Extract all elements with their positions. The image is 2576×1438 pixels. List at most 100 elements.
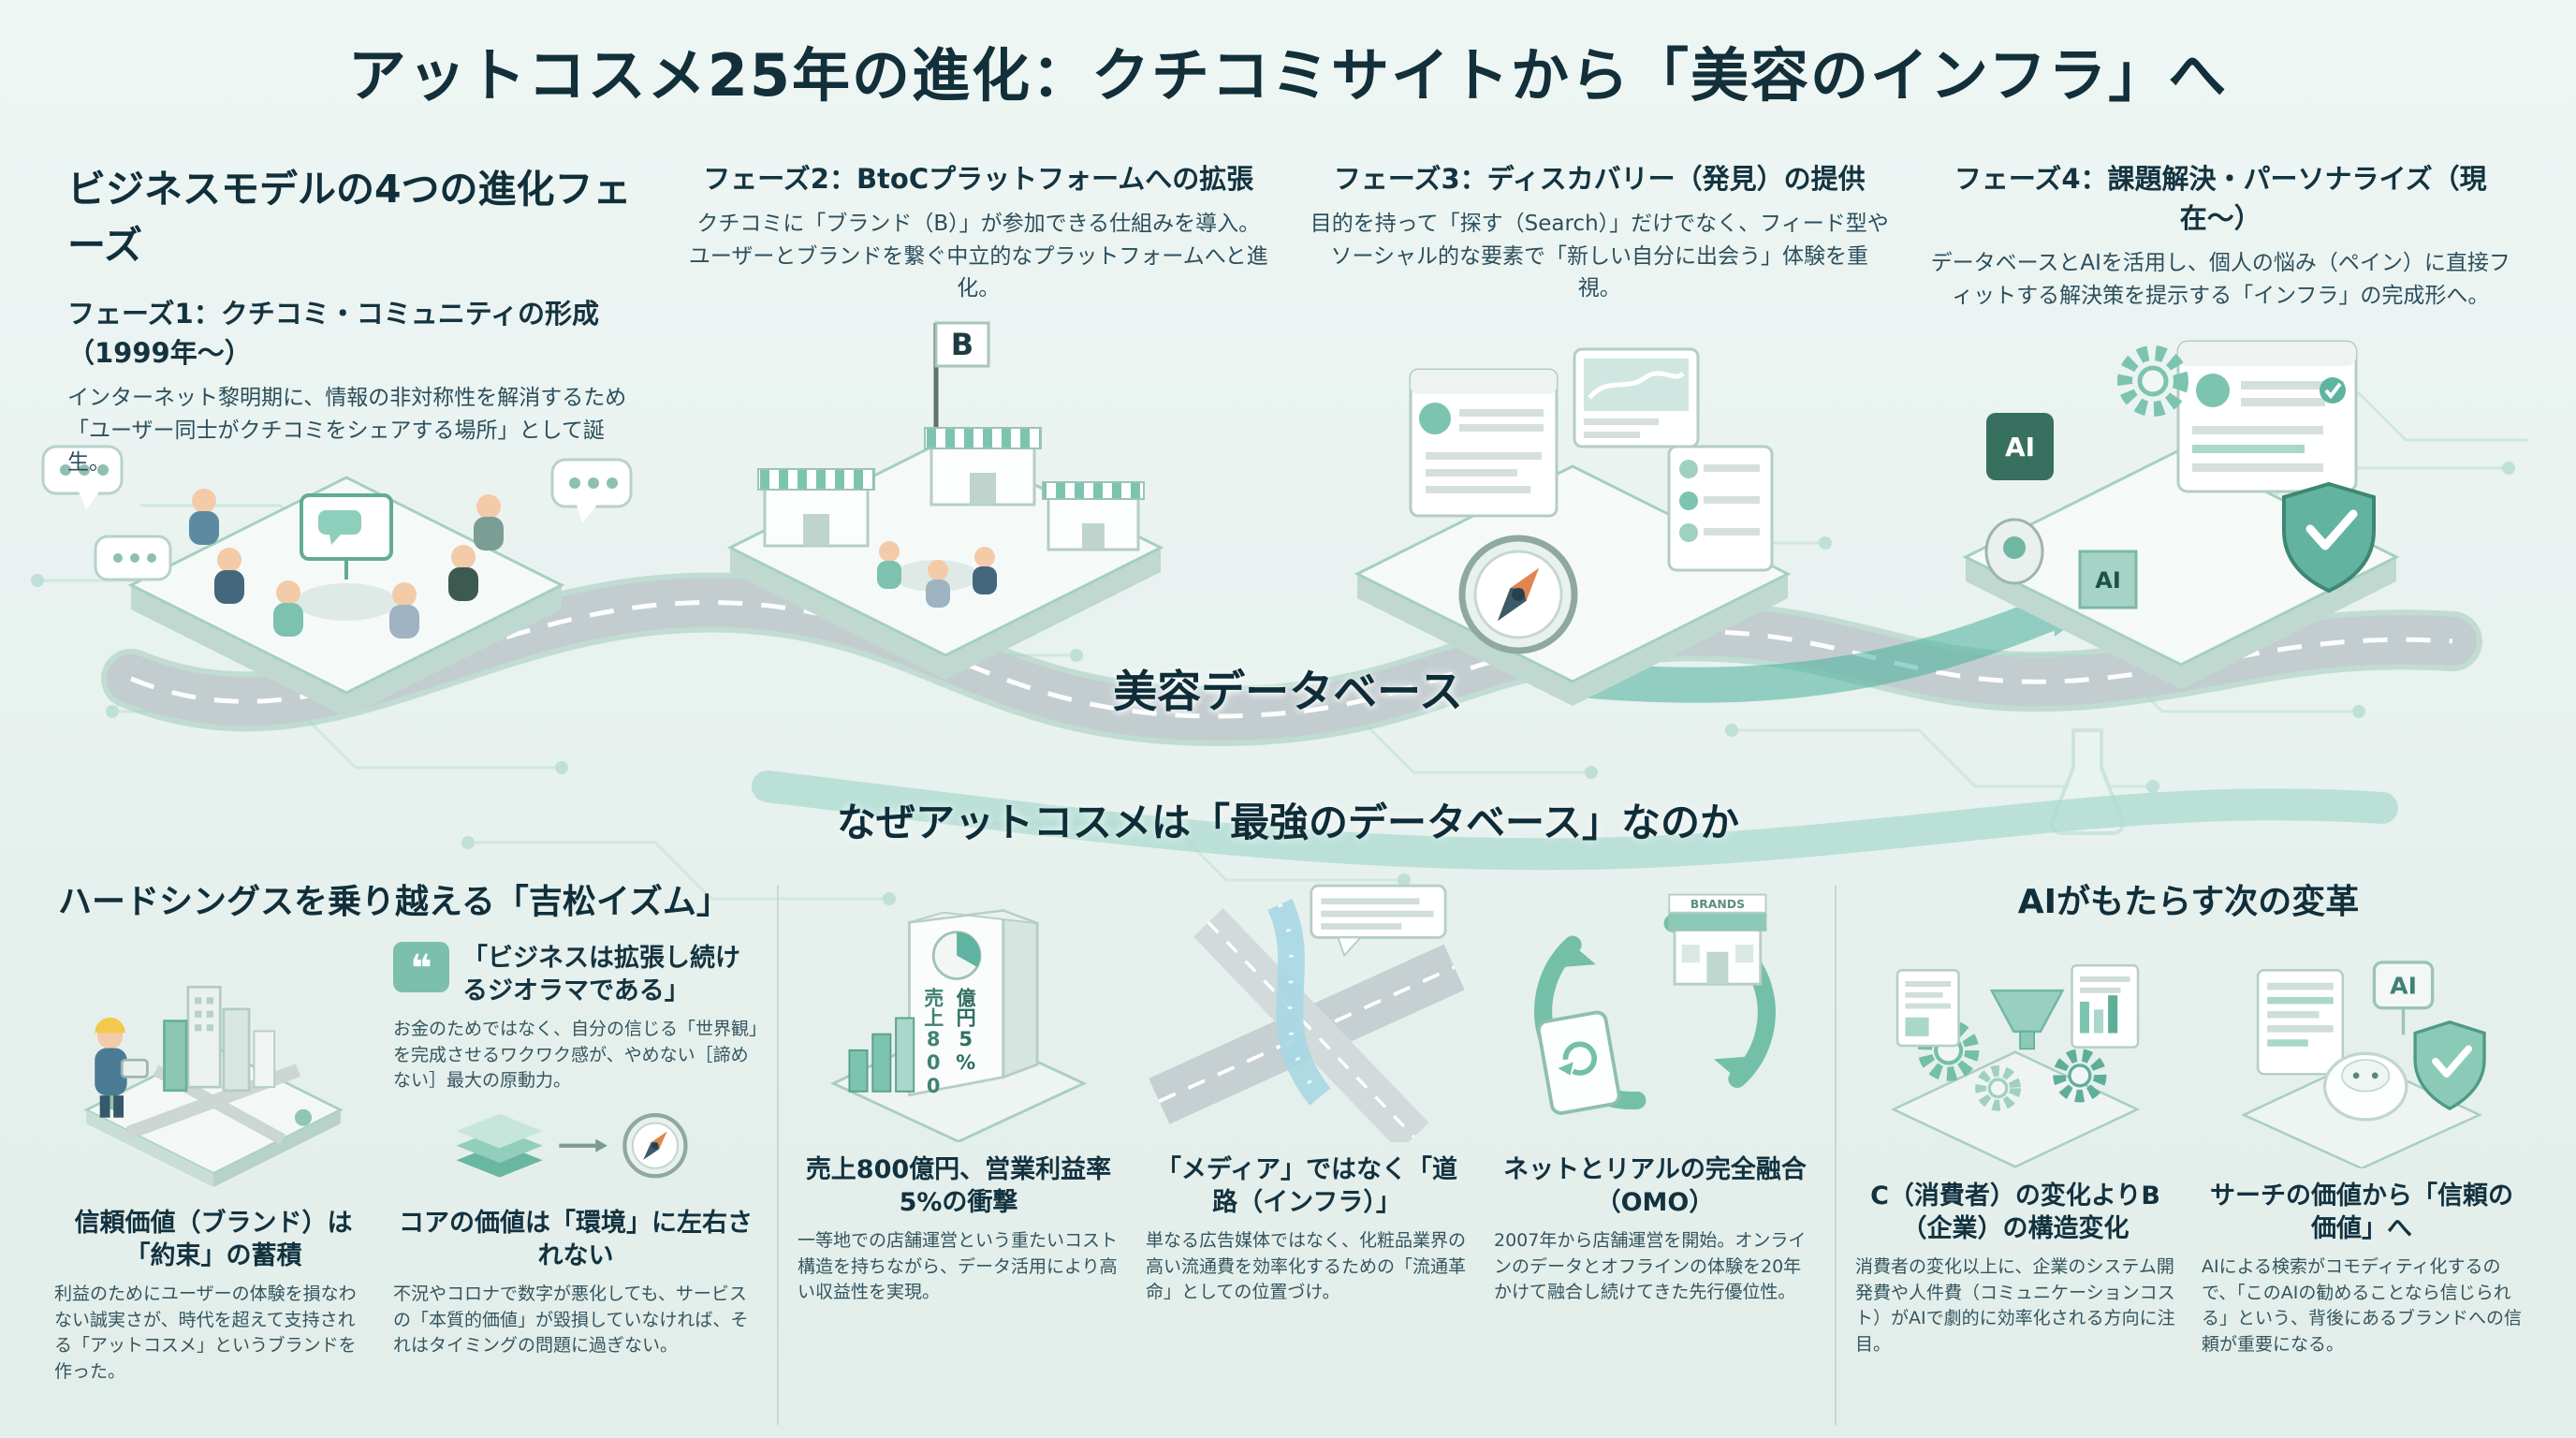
worker-figure xyxy=(95,1017,149,1118)
slab-revenue-label: 売上800 xyxy=(922,988,945,1097)
tablet-icon xyxy=(1536,1010,1621,1115)
infrastructure-road-illustration xyxy=(1149,884,1465,1142)
city-diorama xyxy=(83,985,344,1187)
evolution-road-illustration: B xyxy=(41,321,2482,871)
quote-title: 「ビジネスは拡張し続けるジオラマである」 xyxy=(462,944,740,1006)
phase-1-column: ビジネスモデルの4つの進化フェーズ フェーズ1：クチコミ・コミュニティの形成（1… xyxy=(67,157,648,479)
storefront-icon xyxy=(1042,481,1145,551)
bottom-sections: ハードシングスを乗り越える「吉松イズム」 xyxy=(54,873,2522,1431)
gear-icon xyxy=(1975,1064,2021,1111)
sign-board xyxy=(1310,884,1447,958)
strength-revenue: 売上800 億円5% 売上800億円、営業利益率5%の衝撃 一等地での店舗運営と… xyxy=(798,873,1120,1431)
chart-card-icon xyxy=(1573,347,1700,448)
yoshimatsu-section: ハードシングスを乗り越える「吉松イズム」 xyxy=(54,873,758,1431)
phase-3-description: 目的を持って「探す（Search）」だけでなく、フィード型やソーシャル的な要素で… xyxy=(1310,212,1889,301)
report-card-icon xyxy=(2071,964,2140,1049)
slab-margin-label: 億円5% xyxy=(954,987,977,1074)
item-title: 「メディア」ではなく「道路（インフラ）」 xyxy=(1155,1155,1458,1218)
cycle-arrowhead xyxy=(1551,945,1596,968)
yoshimatsu-item-core-value: コアの価値は「環境」に左右されない 不況やコロナで数字が悪化しても、サービスの「… xyxy=(393,1196,758,1385)
item-body: 一等地での店舗運営という重たいコスト構造を持ちながら、データ活用により高い収益性… xyxy=(798,1230,1119,1303)
phase-2-column: フェーズ2：BtoCプラットフォームへの拡張 クチコミに「ブランド（B）」が参加… xyxy=(689,157,1269,479)
road xyxy=(101,572,2482,747)
funnel-icon xyxy=(1989,989,2065,1050)
store-icon: BRANDS xyxy=(1668,893,1767,986)
layers-icon xyxy=(456,1113,543,1178)
phase4-platform-ai: AI AI xyxy=(1962,340,2400,689)
phase3-platform-discovery xyxy=(1354,347,1792,706)
item-title: 信頼価値（ブランド）は「約束」の蓄積 xyxy=(74,1208,353,1270)
ai-item-b2b: C（消費者）の変化よりB（企業）の構造変化 消費者の変化以上に、企業のシステム開… xyxy=(1855,932,2175,1357)
storefront-icon xyxy=(924,427,1042,506)
gear-icon xyxy=(2053,1049,2107,1103)
revenue-slab: 売上800 億円5% xyxy=(908,908,1039,1097)
bar-chart-icon xyxy=(848,1017,915,1093)
brand-flag-label: B xyxy=(951,327,973,362)
svg-text:AI: AI xyxy=(2390,973,2417,1000)
ai-trust-illustration: AI xyxy=(2240,961,2486,1168)
ai-cube-icon: AI xyxy=(2078,550,2138,609)
speech-bubble-icon xyxy=(41,445,124,510)
phase-2-title: フェーズ2：BtoCプラットフォームへの拡張 xyxy=(703,163,1254,195)
report-card-icon xyxy=(2256,969,2345,1076)
phase-3-title: フェーズ3：ディスカバリー（発見）の提供 xyxy=(1333,163,1866,195)
robot-icon xyxy=(2322,1051,2408,1122)
ai-chip-icon: AI xyxy=(1986,413,2054,480)
compass-icon xyxy=(1458,535,1578,654)
beauty-database-label: 美容データベース xyxy=(1113,667,1463,718)
infrastructure-roads xyxy=(1149,908,1465,1142)
item-title: サーチの価値から「信頼の価値」へ xyxy=(2210,1181,2513,1244)
phase2-platform-btoc: B xyxy=(726,321,1164,680)
cycle-arrowhead xyxy=(1714,1055,1759,1079)
phase-2-description: クチコミに「ブランド（B）」が参加できる仕組みを導入。ユーザーとブランドを繋ぐ中… xyxy=(688,212,1268,301)
btoc-people xyxy=(877,541,997,608)
omo-cycle-illustration: BRANDS xyxy=(1534,893,1776,1115)
item-title: ネットとリアルの完全融合（OMO） xyxy=(1503,1155,1807,1218)
b2b-structure-illustration xyxy=(1890,964,2141,1168)
ai-sign-icon: AI xyxy=(2372,961,2435,1035)
community-screen-icon xyxy=(300,493,393,580)
svg-text:AI: AI xyxy=(2095,567,2121,594)
phase-4-description: データベースとAIを活用し、個人の悩み（ペイン）に直接フィットする解決策を提示す… xyxy=(1930,251,2510,308)
compass-icon xyxy=(622,1112,688,1179)
database-strength-section: 売上800 億円5% 売上800億円、営業利益率5%の衝撃 一等地での店舗運営と… xyxy=(798,873,1816,1431)
ai-item-trust: AI サーチの価値 xyxy=(2202,932,2522,1357)
item-body: 単なる広告媒体ではなく、化粧品業界の高い流通費を効率化するための「流通革命」とし… xyxy=(1146,1230,1467,1303)
projector-robot-icon xyxy=(1984,518,2044,585)
ai-heading: AIがもたらす次の変革 xyxy=(2017,883,2360,921)
item-body: 不況やコロナで数字が悪化しても、サービスの「本質的価値」が毀損していなければ、そ… xyxy=(393,1284,749,1357)
item-title: コアの価値は「環境」に左右されない xyxy=(399,1208,753,1270)
phase1-platform-community xyxy=(41,445,633,717)
phases-text-row: ビジネスモデルの4つの進化フェーズ フェーズ1：クチコミ・コミュニティの形成（1… xyxy=(67,157,2510,479)
list-card-icon xyxy=(1667,445,1774,572)
quote-body: お金のためではなく、自分の信じる「世界観」を完成させるワクワク感が、やめない［諦… xyxy=(393,1019,758,1092)
quote-icon: ❝ xyxy=(393,942,449,992)
ai-section: AIがもたらす次の変革 xyxy=(1855,873,2522,1431)
community-people xyxy=(189,489,504,638)
yoshimatsu-item-trust: 信頼価値（ブランド）は「約束」の蓄積 利益のためにユーザーの体験を損なわない誠実… xyxy=(54,1196,373,1385)
yoshimatsu-quote-block: ❝ 「ビジネスは拡張し続けるジオラマである」 お金のためではなく、自分の信じる「… xyxy=(393,936,758,1192)
arrow-icon xyxy=(559,1138,607,1152)
database-subheading: なぜアットコスメは「最強のデータベース」なのか xyxy=(837,800,1739,845)
speech-bubble-icon xyxy=(550,458,633,523)
item-body: 2007年から店舗運営を開始。オンラインのデータとオフラインの体験を20年かけて… xyxy=(1494,1230,1807,1303)
item-body: 利益のためにユーザーの体験を損なわない誠実さが、時代を超えて支持される「アットコ… xyxy=(54,1284,357,1382)
phase-1-description: インターネット黎明期に、情報の非対称性を解消するため「ユーザー同士がクチコミをシ… xyxy=(67,386,627,475)
feed-card-icon xyxy=(1409,368,1559,518)
section-divider xyxy=(1835,886,1837,1425)
strength-omo: BRANDS ネットとリアルの完全融合（OMO） 2007年から店舗運営を開始。… xyxy=(1494,873,1816,1431)
phase-4-title: フェーズ4：課題解決・パーソナライズ（現在〜） xyxy=(1954,163,2487,234)
page-title: アットコスメ25年の進化：クチコミサイトから「美容のインフラ」へ xyxy=(347,41,2229,110)
item-body: 消費者の変化以上に、企業のシステム開発費や人件費（コミュニケーションコスト）がA… xyxy=(1855,1256,2175,1355)
phase-4-column: フェーズ4：課題解決・パーソナライズ（現在〜） データベースとAIを活用し、個人… xyxy=(1931,157,2511,479)
storefront-icon xyxy=(757,468,875,548)
data-stream xyxy=(752,770,2398,871)
section-divider xyxy=(777,886,779,1425)
shield-check-icon xyxy=(2282,481,2376,594)
shield-check-icon xyxy=(2413,1020,2486,1111)
svg-text:AI: AI xyxy=(2005,432,2035,462)
phases-heading: ビジネスモデルの4つの進化フェーズ xyxy=(67,167,632,268)
phase-3-column: フェーズ3：ディスカバリー（発見）の提供 目的を持って「探す（Search）」だ… xyxy=(1310,157,1890,479)
item-title: C（消費者）の変化よりB（企業）の構造変化 xyxy=(1870,1181,2160,1244)
